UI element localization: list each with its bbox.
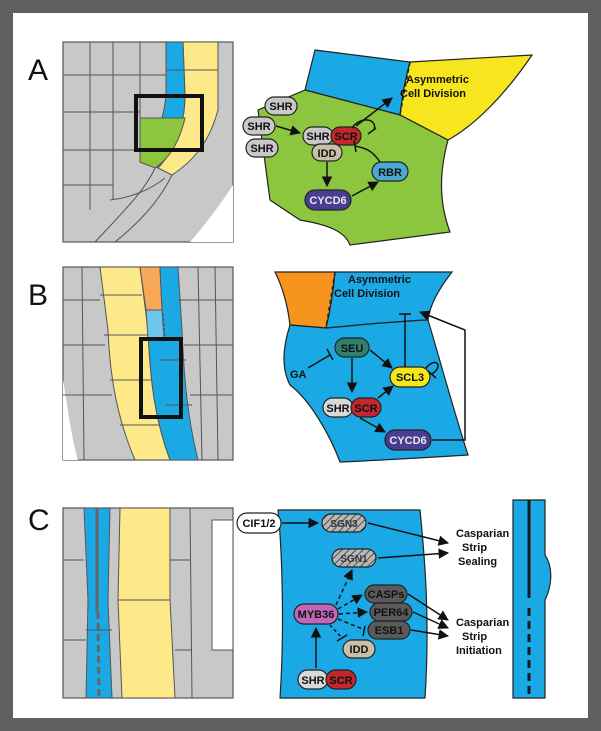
panel-a-rbr-label: RBR (378, 167, 402, 179)
panel-a-cortex-cell (399, 54, 534, 141)
panel-c-initiation-label-line1: Casparian (456, 617, 509, 629)
panel-a-zoom-box (134, 94, 204, 152)
panel-c-cif-node (236, 512, 282, 534)
panel-c-letter: C (28, 504, 50, 537)
panel-b-cycd6-label: CYCD6 (389, 435, 426, 447)
panel-a-shr-outside-2: SHR (247, 121, 270, 133)
panel-c-sgn1-node (331, 548, 377, 568)
panel-c-cif-label: CIF1/2 (242, 518, 275, 530)
panel-c-sealing-label-line1: Casparian (456, 528, 509, 540)
panel-b-scr-label: SCR (354, 403, 377, 415)
panel-b-seu-label: SEU (341, 343, 364, 355)
panel-b-division-label-line1: Asymmetric (348, 274, 411, 286)
panel-b-zoom-box (139, 337, 183, 419)
panel-c-myb36-node (293, 603, 339, 625)
panel-c-sgn1-label: SGN1 (340, 554, 368, 565)
panel-a-division-label-line2: Cell Division (400, 88, 466, 100)
panel-b-molecules: Asymmetric Cell Division GA SEU SHR SCR … (290, 274, 466, 451)
panel-c: C CIF (28, 499, 552, 699)
panel-a-letter: A (28, 54, 48, 87)
panel-a: A (28, 41, 534, 246)
panel-c-scr-label: SCR (329, 675, 352, 687)
panel-b-scl3-node (389, 366, 431, 388)
panel-b-letter: B (28, 279, 48, 312)
panel-c-esb1-node (367, 620, 411, 640)
panel-a-shr-outside-1: SHR (269, 101, 292, 113)
panel-b-ga-label: GA (290, 369, 307, 381)
panel-c-shr-label: SHR (301, 675, 324, 687)
panel-c-myb36-label: MYB36 (298, 609, 335, 621)
panel-c-scr-node (325, 669, 357, 690)
panel-a-molecules: SHR SHR SHR SHR SCR IDD Asymmetric Cell … (242, 74, 469, 211)
panel-a-division-label-line1: Asymmetric (406, 74, 469, 86)
panel-a-idd-node (311, 143, 343, 162)
panel-c-initiation-label-line2: Strip (462, 631, 487, 643)
panel-a-scr-label: SCR (334, 131, 357, 143)
panel-a-idd-label: IDD (318, 148, 337, 160)
panel-c-esb1-label: ESB1 (375, 625, 404, 637)
panel-c-cortex-strip (117, 507, 176, 699)
panel-b-division-label-line2: Cell Division (334, 288, 400, 300)
panel-c-idd-node (342, 639, 376, 659)
panel-a-rbr-node (371, 161, 409, 182)
panel-b-shr-label: SHR (326, 403, 349, 415)
panel-b-cycd6-node (384, 429, 432, 451)
panel-a-tissue-schematic (62, 41, 234, 243)
panel-a-cycd6-node (304, 189, 352, 211)
panel-b-tissue-schematic (62, 266, 234, 461)
panel-a-shr-outside-3: SHR (250, 143, 273, 155)
panel-c-sealing-label-line2: Strip (462, 542, 487, 554)
panel-a-shr-label: SHR (306, 131, 329, 143)
panel-b-scl3-label: SCL3 (396, 372, 424, 384)
panel-b-cell-diagram (274, 271, 469, 463)
panel-b-seu-node (334, 337, 370, 358)
panel-c-sgn3-label: SGN3 (330, 519, 358, 530)
panel-c-per64-label: PER64 (374, 607, 410, 619)
panel-c-idd-label: IDD (350, 644, 369, 656)
panel-b: B (28, 266, 469, 463)
panel-b-scr-node (350, 397, 382, 418)
panel-a-cycd6-label: CYCD6 (309, 195, 346, 207)
panel-c-casps-label: CASPs (368, 589, 405, 601)
panel-c-sealing-label-line3: Sealing (458, 556, 497, 568)
panel-b-orange-cell (274, 271, 336, 329)
panel-a-cell-diagram (257, 49, 534, 246)
panel-c-molecules: CIF1/2 SGN3 SGN1 Casparian Strip Sealing… (236, 512, 509, 690)
panel-c-initiation-label-line3: Initiation (456, 645, 502, 657)
panel-c-sgn3-node (321, 513, 367, 533)
panel-c-tissue-schematic (62, 507, 234, 699)
panel-c-side-strip (512, 499, 552, 699)
